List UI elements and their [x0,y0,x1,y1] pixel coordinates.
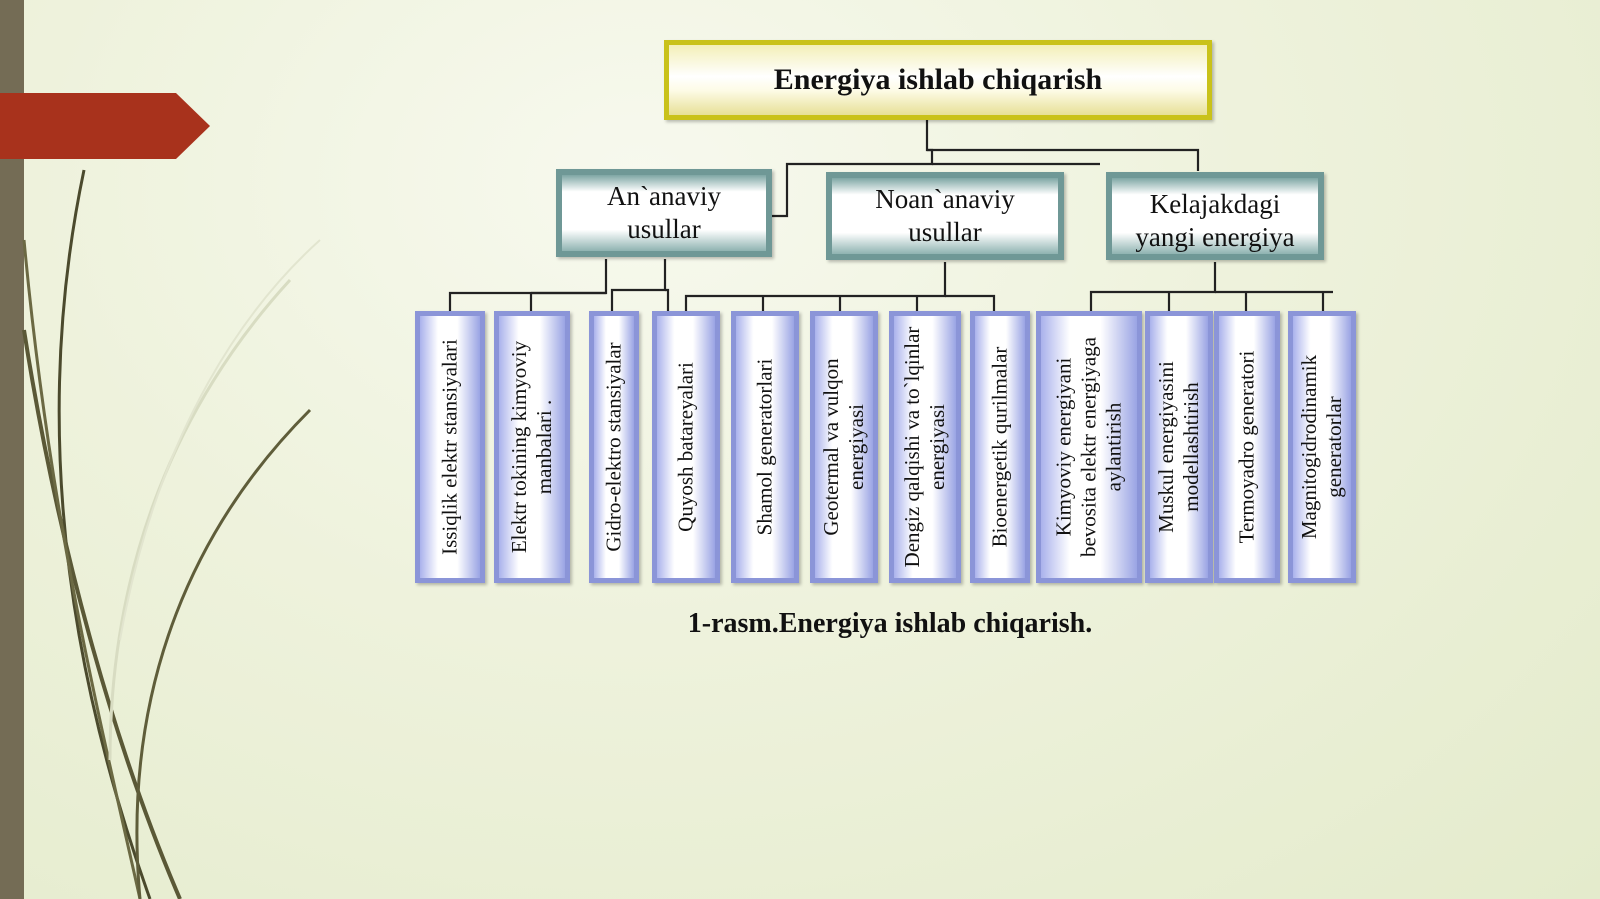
leaf-label: Termoyadro generatori [1234,350,1259,544]
leaf-label: Bioenergetik qurilmalar [987,346,1012,548]
leaf-node: Issiqlik elektr stansiyalari [415,311,485,583]
leaf-label: Kimyoviy energiyani bevosita elektr ener… [1051,336,1126,558]
leaf-node: Muskul energiyasini modellashtirish [1145,311,1213,583]
leaf-node: Bioenergetik qurilmalar [970,311,1030,583]
root-label: Energiya ishlab chiqarish [773,63,1103,96]
red-arrow-shape [0,93,210,159]
leaf-label: Gidro-elektro stansiyalar [601,342,626,552]
decorative-grass-lines [22,169,321,899]
leaf-label: Shamol generatorlari [752,358,777,536]
leaf-node: Gidro-elektro stansiyalar [589,311,639,583]
leaf-label: Muskul energiyasini modellashtirish [1154,361,1203,533]
root-node: Energiya ishlab chiqarish [664,40,1212,120]
leaf-node: Elektr tokining kimyoviy manbalari . [494,311,570,583]
figure-caption: 1-rasm.Energiya ishlab chiqarish. [687,608,1093,639]
category-label: Kelajakdagi yangi energiya [1135,189,1295,252]
leaf-node: Kimyoviy energiyani bevosita elektr ener… [1036,311,1142,583]
leaf-label: Dengiz qalqishi va to`lqinlar energiyasi [900,326,949,568]
leaf-node: Termoyadro generatori [1214,311,1280,583]
leaf-node: Shamol generatorlari [731,311,799,583]
category-node-traditional: An`anaviy usullar [556,169,772,257]
category-node-nontraditional: Noan`anaviy usullar [826,172,1064,260]
leaf-label: Elektr tokining kimyoviy manbalari . [507,340,556,554]
leaf-node: Dengiz qalqishi va to`lqinlar energiyasi [889,311,961,583]
leaf-label: Issiqlik elektr stansiyalari [437,339,462,555]
leaf-node: Geotermal va vulqon energiyasi [810,311,878,583]
category-label: An`anaviy usullar [607,181,721,244]
category-node-future: Kelajakdagi yangi energiya [1106,172,1324,260]
leaf-label: Quyosh batareyalari [673,362,698,532]
category-label: Noan`anaviy usullar [875,184,1015,247]
leaf-label: Geotermal va vulqon energiyasi [819,358,868,536]
leaf-node: Quyosh batareyalari [652,311,720,583]
leaf-label: Magnitogidrodinamik generatorlar [1297,354,1346,540]
leaf-node: Magnitogidrodinamik generatorlar [1288,311,1356,583]
